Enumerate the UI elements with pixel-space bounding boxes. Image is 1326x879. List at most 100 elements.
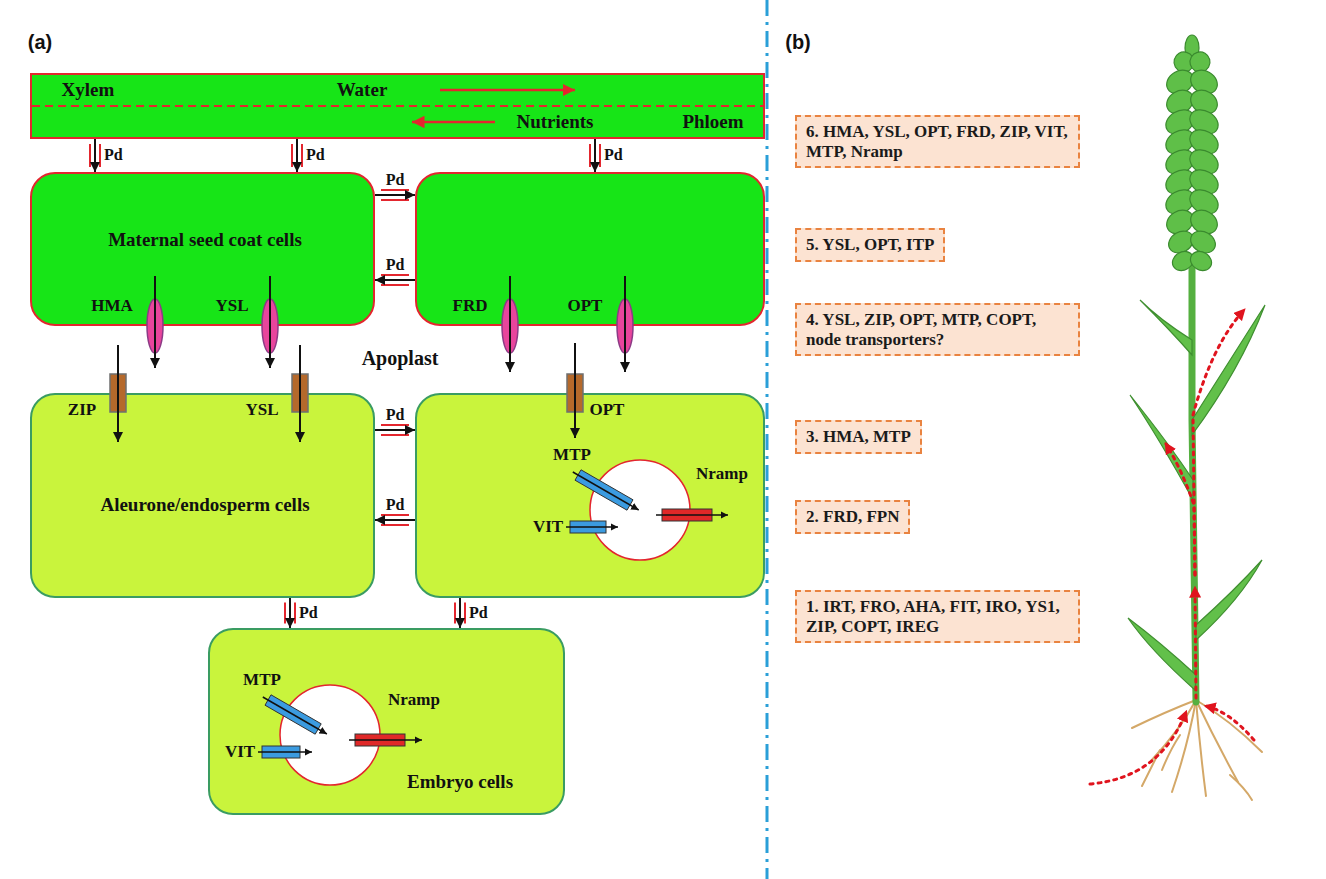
plasmodesma-wall	[381, 274, 409, 276]
plasmodesma-wall	[381, 199, 409, 201]
text-holder: VIT	[533, 517, 563, 537]
plasmodesma-connector-group	[375, 190, 415, 200]
uptake-route	[1206, 706, 1254, 740]
text-holder: Xylem	[62, 79, 115, 101]
plasmodesma-connector-group	[292, 139, 302, 172]
transport-arrow	[269, 276, 271, 368]
transporter-list-box: 2. FRD, FPN	[795, 500, 910, 534]
plant-leaf	[1192, 305, 1265, 435]
plasmodesma-connector-group	[285, 598, 295, 628]
plasmodesma-wall	[284, 603, 286, 624]
plant-leaf	[1140, 300, 1192, 355]
text-holder: Nramp	[388, 690, 440, 710]
edge-label: Pd	[386, 256, 405, 274]
aleurone-cell: OPT MTP VIT Nramp	[415, 393, 765, 598]
transport-arrow	[258, 751, 312, 753]
text-holder: Pd	[299, 604, 318, 622]
uptake-route	[1090, 712, 1186, 784]
text-holder: ZIP	[68, 400, 96, 420]
plasmodesma-connector-group	[590, 139, 600, 172]
plasmodesma-arrow	[375, 429, 415, 431]
plasmodesma-arrow	[375, 194, 415, 196]
edge-label: Pd	[299, 604, 318, 622]
edge-label: Pd	[604, 146, 623, 164]
plasmodesma-wall	[381, 524, 409, 526]
transport-arrow	[624, 276, 626, 372]
plasmodesma-arrow	[94, 139, 96, 172]
transport-arrow	[154, 276, 156, 368]
wheat-spikelet	[1187, 248, 1215, 275]
edge-label: Pd	[104, 146, 123, 164]
cell-name: Aleurone/endosperm cells	[100, 494, 309, 516]
region-label: Apoplast	[362, 347, 439, 370]
transport-arrow	[117, 345, 119, 442]
text-holder: YSL	[245, 400, 278, 420]
plasmodesma-connector-group	[375, 515, 415, 525]
plasmodesma-connector-group	[90, 139, 100, 172]
edge-label: Pd	[386, 496, 405, 514]
text-holder: Pd	[306, 146, 325, 164]
text-holder: MTP	[553, 445, 591, 465]
uptake-route	[1166, 444, 1195, 575]
plasmodesma-wall	[381, 189, 409, 191]
transporter-name: MTP	[243, 670, 281, 690]
transport-arrow	[299, 345, 301, 442]
text-holder: Pd	[386, 496, 405, 514]
plant-leaf	[1128, 618, 1196, 690]
text-holder: Nramp	[696, 464, 748, 484]
plasmodesma-wall	[454, 603, 456, 624]
transporter-name: VIT	[533, 517, 563, 537]
text-holder: HMA	[91, 296, 133, 316]
plasmodesma-wall	[381, 424, 409, 426]
plasmodesma-arrow	[375, 279, 415, 281]
text-holder: Aleurone/endosperm cells	[100, 494, 309, 516]
text-holder: Nutrients	[516, 111, 593, 133]
transport-arrow	[263, 697, 327, 734]
text-holder: Pd	[386, 406, 405, 424]
plasmodesma-wall	[599, 144, 601, 167]
text-holder: Apoplast	[362, 347, 439, 370]
cell-shape	[31, 173, 374, 325]
transporter-list: 3. HMA, MTP	[806, 427, 911, 447]
text-holder: Pd	[386, 256, 405, 274]
edge-label: Pd	[386, 406, 405, 424]
plasmodesma-wall	[381, 514, 409, 516]
plant-root	[1172, 700, 1196, 792]
transporter-name: YSL	[245, 400, 278, 420]
text-holder: Embryo cells	[407, 771, 513, 793]
plasmodesma-wall	[99, 144, 101, 167]
text-holder: Pd	[104, 146, 123, 164]
text-holder: Water	[337, 79, 388, 101]
plasmodesma-wall	[291, 144, 293, 167]
transport-arrow	[349, 739, 422, 741]
transporter-name: OPT	[568, 296, 603, 316]
cell-name: Xylem	[62, 79, 115, 101]
cell-outline	[415, 393, 765, 598]
text-holder: (a)	[28, 31, 52, 54]
seed-coat-cell: Maternal seed coat cellsHMA YSL	[30, 172, 375, 326]
plant-root	[1196, 700, 1238, 782]
plant-root	[1132, 700, 1196, 728]
transporter-list: 2. FRD, FPN	[806, 507, 899, 527]
transporter-name: Nramp	[696, 464, 748, 484]
aleurone-cell: ZIP YSL Aleurone/endosperm cells	[30, 393, 375, 598]
text-holder: (b)	[785, 31, 811, 54]
transporter-list: 1. IRT, FRO, AHA, FIT, IRO, YS1, ZIP, CO…	[806, 597, 1069, 636]
cell-shape	[31, 394, 374, 597]
plasmodesma-arrow	[594, 139, 596, 172]
cell-name: Embryo cells	[407, 771, 513, 793]
transporter-name: YSL	[215, 296, 248, 316]
transport-arrow	[573, 472, 639, 510]
text-holder: YSL	[215, 296, 248, 316]
transporter-list-box: 5. YSL, OPT, ITP	[795, 228, 945, 262]
text-holder: OPT	[590, 400, 625, 420]
plant-leaf	[1196, 560, 1262, 640]
transporter-list-box: 3. HMA, MTP	[795, 420, 922, 454]
transporter-name: OPT	[590, 400, 625, 420]
plant-root	[1196, 700, 1262, 752]
edge-label: Pd	[386, 171, 405, 189]
transport-arrow	[656, 514, 728, 516]
cell-name: Nutrients	[516, 111, 593, 133]
text-holder: Maternal seed coat cells	[108, 229, 302, 251]
